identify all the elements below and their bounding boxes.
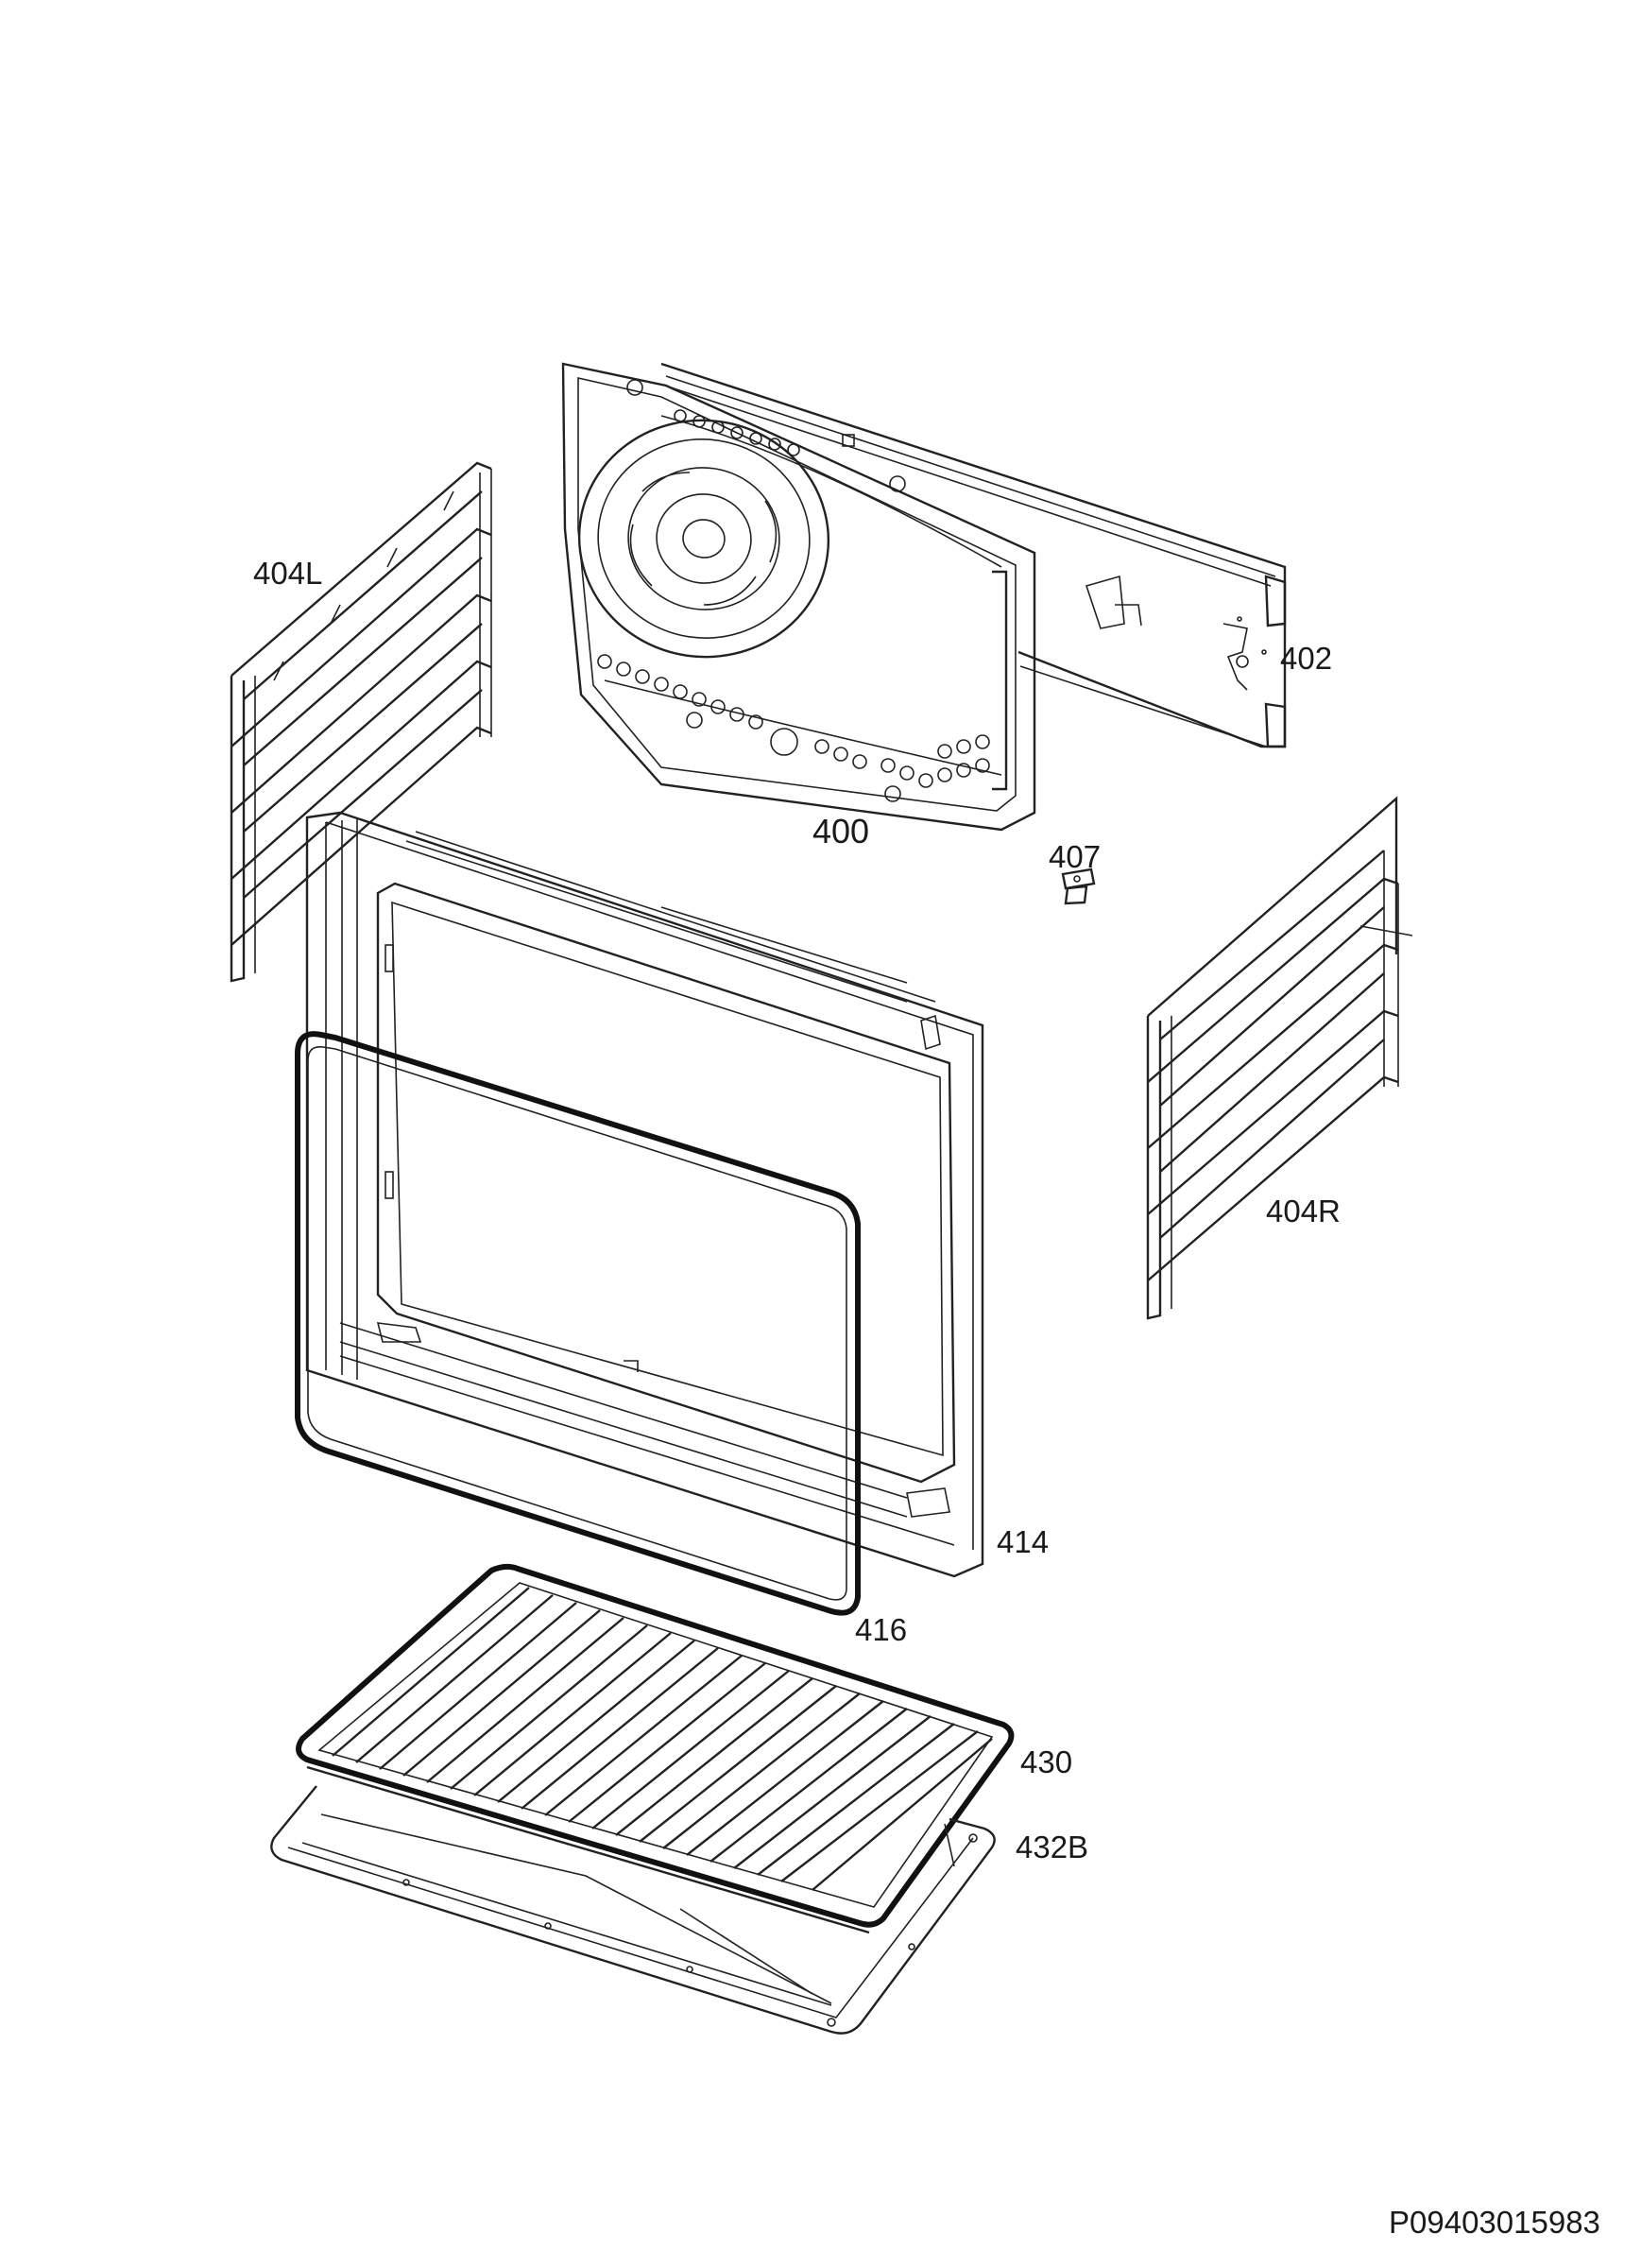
vent-holes-top	[674, 409, 800, 456]
label-404R: 404R	[1266, 1194, 1341, 1228]
strip-402	[660, 362, 1287, 748]
label-400: 400	[812, 812, 870, 850]
document-code: P09403015983	[1389, 2205, 1600, 2240]
vent-holes-bottom	[597, 654, 990, 788]
door-frame-414	[305, 811, 984, 1578]
clip-407	[1061, 868, 1096, 905]
label-402: 402	[1280, 641, 1333, 676]
label-416: 416	[855, 1612, 908, 1647]
rack-left-404L	[230, 461, 492, 983]
label-430: 430	[1020, 1744, 1073, 1779]
rack-right-404R	[1146, 796, 1413, 1320]
back-panel-400	[561, 362, 1036, 832]
label-407: 407	[1049, 839, 1102, 874]
gasket-416	[295, 1031, 861, 1616]
grill-rods	[332, 1587, 993, 1891]
label-414: 414	[997, 1524, 1050, 1559]
tray-432B	[270, 1785, 996, 2035]
label-404L: 404L	[253, 556, 323, 591]
grill-rack-430	[296, 1563, 1015, 1934]
label-432B: 432B	[1016, 1830, 1089, 1864]
